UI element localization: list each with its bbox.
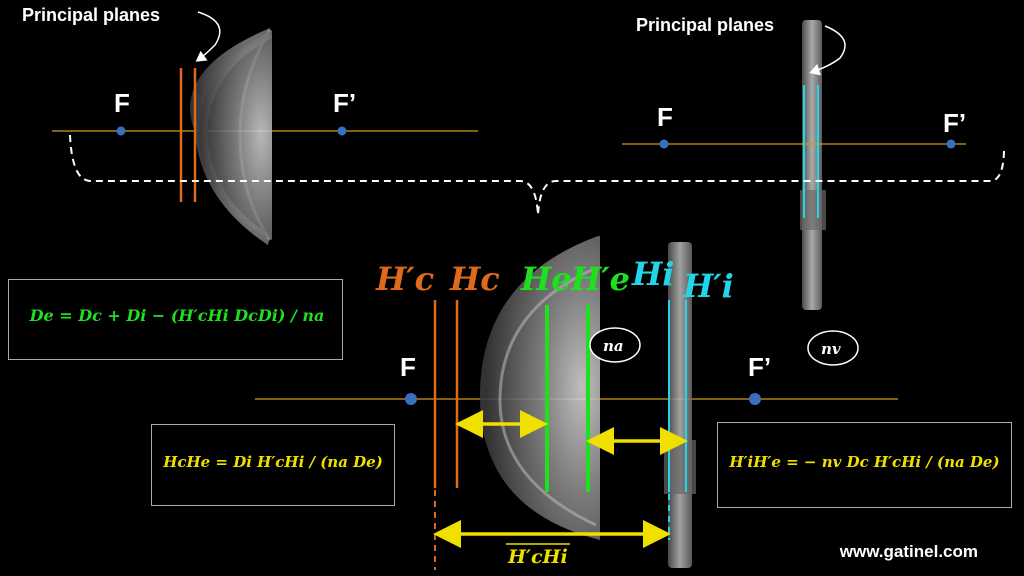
label-hpc: H′c [375, 260, 434, 298]
formula-hpihpe: H′iH′e = − nv Dc H′cHi / (na De) [729, 453, 1000, 471]
focal-label-front: F [114, 88, 130, 118]
focal-label-back: F’ [748, 352, 771, 382]
title-top-left: Principal planes [22, 5, 160, 25]
label-he: He [520, 260, 572, 298]
formula-de: De = Dc + Di − (H′cHi DcDi) / na [29, 306, 325, 325]
top-right-system [622, 20, 966, 310]
top-left-system [52, 11, 478, 245]
formula-box-de: De = Dc + Di − (H′cHi DcDi) / na [8, 279, 343, 360]
meniscus-lens [190, 28, 272, 245]
formula-box-hche: HcHe = Di H′cHi / (na De) [151, 424, 395, 506]
title-top-right: Principal planes [636, 15, 774, 35]
focal-point-front [116, 126, 126, 136]
pointer-arrow [195, 11, 221, 62]
focal-point-back [946, 139, 956, 149]
focal-label-back: F’ [333, 88, 356, 118]
distance-label-hpc-hi: H′cHi [507, 546, 568, 568]
medium-nv-ellipse [807, 330, 859, 366]
formula-box-hpihpe: H′iH′e = − nv Dc H′cHi / (na De) [717, 422, 1012, 508]
focal-point-back [337, 126, 347, 136]
focal-point-back [749, 393, 761, 405]
watermark: www.gatinel.com [839, 542, 978, 561]
focal-label-back: F’ [943, 108, 966, 138]
label-hc: Hc [449, 260, 500, 298]
meniscus-lens-large [479, 236, 600, 540]
medium-na-label: na [603, 337, 624, 355]
medium-na-ellipse [589, 327, 641, 363]
label-hpe: H′e [570, 260, 630, 298]
focal-point-front [659, 139, 669, 149]
formula-hche: HcHe = Di H′cHi / (na De) [163, 453, 383, 471]
focal-point-front [405, 393, 417, 405]
medium-nv-label: nv [821, 340, 841, 358]
bottom-system [255, 236, 898, 570]
combination-brace [69, 134, 1005, 216]
focal-label-front: F [657, 102, 673, 132]
label-hi: Hi [631, 255, 674, 293]
pointer-arrow [809, 25, 846, 76]
label-hpi: H′i [682, 267, 734, 305]
focal-label-front: F [400, 352, 416, 382]
